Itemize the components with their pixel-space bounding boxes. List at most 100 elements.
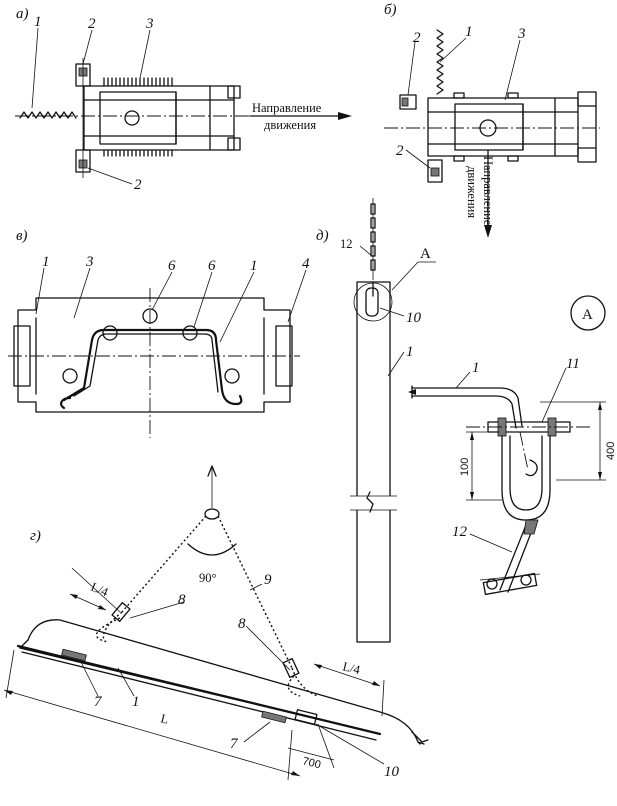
callout-8-right: 8 [238,616,246,632]
bent-rod-inner-v [73,333,219,397]
dim-400-label: 400 [605,442,617,460]
hole-6-top-v [142,308,158,324]
break-zigzag [366,491,374,513]
gripper-left-b-pad [401,97,409,107]
dim-400-arrow-top [598,402,602,410]
leader-2-bottom-a [87,167,133,185]
dim-length-ext-left [5,649,15,699]
callout-6-a-v: 6 [168,258,176,274]
center-hole-b [479,119,497,137]
dim-quarter-left-ext [71,567,121,613]
hole-left-mid-v [102,325,118,341]
leader-3-a [139,29,151,79]
carriage-body-b [427,97,579,157]
pad-7-left [61,648,87,662]
leader-1-d [387,351,405,377]
roller-right-top-a [227,85,241,99]
leader-12-detail [469,533,513,553]
shackle-8-left [111,602,131,622]
callout-3-b: 3 [517,26,526,42]
dim-length-line [3,689,301,777]
dim-quarter-right-arrow2 [372,681,380,686]
carriage-body-a [83,85,235,151]
stud-b3 [453,155,465,162]
callout-2-top-a: 2 [88,16,96,32]
angle-label: 90° [199,571,217,585]
panel-d-rail-suspension: д) 12 A 10 1 [316,198,436,643]
leader-2-top-b [407,41,416,96]
leader-7-left [79,659,99,697]
angle-arc [187,543,237,556]
lift-ring [204,508,220,520]
detail-a-view: A 100 400 [408,295,617,596]
callout-1-right-v: 1 [250,258,258,274]
direction-arrowhead [338,112,352,120]
dim-quarter-right-line [313,663,381,687]
chain-b [436,29,444,95]
bottom-clamp [482,572,538,596]
beam-base-plate-2 [21,651,377,741]
dim-quarter-right-arrow1 [314,664,322,669]
sling-right [217,515,293,669]
detail-a-circle [353,282,393,322]
dim-700-ext-right [317,723,335,769]
leader-6-a-v [151,271,173,311]
sling-left-end [102,611,123,641]
panel-a-conveyor-top-view: а) Направление движения 1 2 [15,6,352,193]
leader-1-v [35,267,45,315]
leader-1-a [31,27,39,109]
carriage-frame-b [454,103,524,151]
stud-b4 [507,155,519,162]
leader-3-b [504,39,521,101]
dim-700-line [287,747,335,761]
leader-10-d [379,307,405,317]
leader-10-g [315,723,385,765]
roller-right-top-b [577,91,597,107]
leader-4-v [287,269,307,323]
callout-a-d: A [420,246,431,262]
callout-8-left: 8 [178,592,186,608]
leader-2-bottom-b [405,149,431,169]
rod-12-joint [523,519,539,535]
rod-1-lower [411,395,517,429]
hanger-chain-d [370,203,376,271]
u-bracket-inner [509,435,543,511]
callout-7-right: 7 [230,736,239,752]
beam-corner [411,731,429,743]
dim-quarter-left-arrow2 [98,605,106,610]
dim-100-arrow-bottom [470,492,474,500]
grip-teeth-bottom-a [103,149,173,157]
leader-6-b-v [193,271,213,328]
leader-8-right [245,625,291,671]
rod-1-arrow [408,389,416,395]
direction-label-line1: Направление [252,101,322,115]
dim-length-arrow1 [4,690,13,695]
leader-2-top-a [82,29,93,65]
leader-8-left [129,601,185,619]
callout-1-g: 1 [132,694,140,710]
leader-1-detail [455,371,471,389]
callout-1-v: 1 [42,254,50,270]
bent-rod-v [60,328,243,410]
dim-700-ext-left [287,729,293,781]
panel-v-label: в) [16,228,28,244]
panel-b-conveyor-top-view: б) Направление движения 2 1 [384,2,600,238]
gripper-bottom-b-pad [430,167,440,177]
dim-100-arrow-top [470,432,474,440]
beam-ends [19,639,421,745]
callout-10-d: 10 [406,310,422,326]
sling-right-loop [287,675,301,697]
direction-arrowhead-b [484,225,492,238]
callout-9: 9 [264,572,272,588]
stud-b2 [507,92,519,99]
beam-top-outline [27,619,425,745]
leader-1-b [439,37,467,63]
rod-center [519,431,529,471]
rod-1-upper [411,387,523,427]
dim-quarter-right-label: L/4 [341,659,362,677]
leader-a-d [391,261,419,291]
panel-a-label: а) [16,6,29,22]
callout-12-d: 12 [340,237,353,251]
leader-7-right [243,721,271,743]
